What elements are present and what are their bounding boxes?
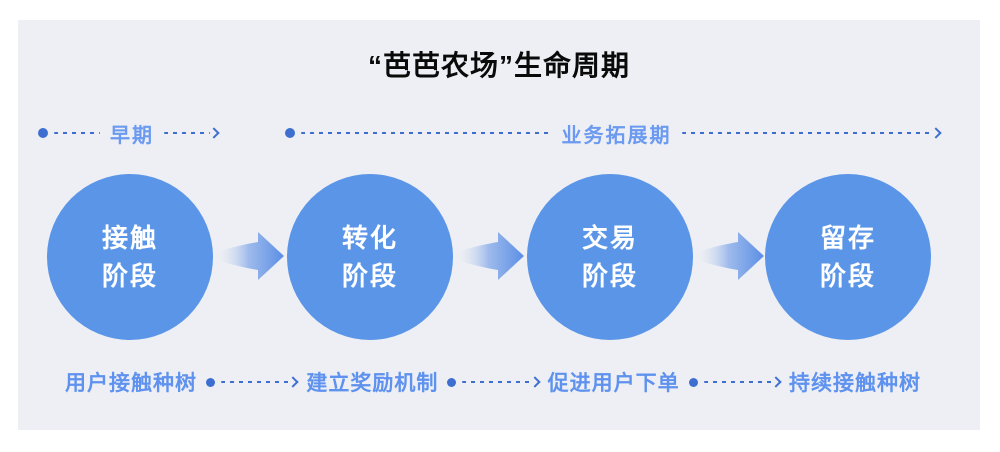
note-connector [206, 376, 299, 388]
stage-label-line: 阶段 [819, 261, 876, 291]
connector-dot [206, 377, 215, 387]
timeline-expansion-label: 业务拓展期 [561, 124, 672, 147]
stage-flow-arrow-icon [460, 232, 524, 280]
note-connector [688, 376, 782, 388]
stage-label-line: 阶段 [101, 261, 158, 291]
stage-label-line: 留存 [819, 223, 876, 253]
dashed-line [462, 381, 531, 383]
dashed-line [221, 381, 290, 383]
dashed-line [54, 132, 100, 134]
connector-dot [688, 377, 698, 387]
arrow-right-icon [208, 127, 220, 139]
dashed-line [164, 132, 210, 134]
stage-note-contact: 用户接触种树 [65, 372, 197, 395]
timeline-early-label: 早期 [110, 124, 154, 147]
timeline-expansion: 业务拓展期 [285, 121, 942, 147]
arrow-right-icon [528, 376, 541, 388]
stage-circle-contact: 接触 阶段 [47, 174, 213, 340]
stage-label-line: 转化 [341, 223, 398, 253]
dashed-line [301, 132, 552, 134]
connector-dot [447, 377, 457, 387]
stage-label-line: 交易 [581, 223, 638, 253]
arrow-right-icon [930, 127, 942, 139]
lifecycle-diagram-panel: “芭芭农场”生命周期 早期 业务拓展期 接触 阶段 转化 阶段 交易 阶段 [18, 20, 980, 430]
stage-flow-arrow-icon [700, 232, 764, 280]
arrow-right-icon [287, 376, 299, 388]
timeline-start-dot [285, 128, 295, 138]
timeline-early: 早期 [38, 121, 220, 147]
stage-notes-row: 用户接触种树 建立奖励机制 促进用户下单 持续接触种树 [65, 368, 921, 396]
stage-note-transaction: 促进用户下单 [547, 372, 680, 395]
stage-label-line: 接触 [101, 223, 158, 253]
diagram-title: “芭芭农场”生命周期 [367, 50, 630, 81]
note-connector [447, 376, 541, 388]
stage-note-conversion: 建立奖励机制 [306, 372, 439, 395]
stage-label-line: 阶段 [341, 261, 398, 291]
stage-circle-transaction: 交易 阶段 [527, 174, 693, 340]
stage-circle-retention: 留存 阶段 [765, 174, 931, 340]
stage-flow-arrow-icon [220, 232, 284, 280]
dashed-line [703, 381, 772, 383]
timeline-start-dot [38, 128, 48, 138]
arrow-right-icon [770, 376, 782, 388]
stage-circle-conversion: 转化 阶段 [287, 174, 453, 340]
stage-label-line: 阶段 [581, 261, 638, 291]
stage-note-retention: 持续接触种树 [788, 372, 921, 395]
dashed-line [681, 132, 932, 134]
